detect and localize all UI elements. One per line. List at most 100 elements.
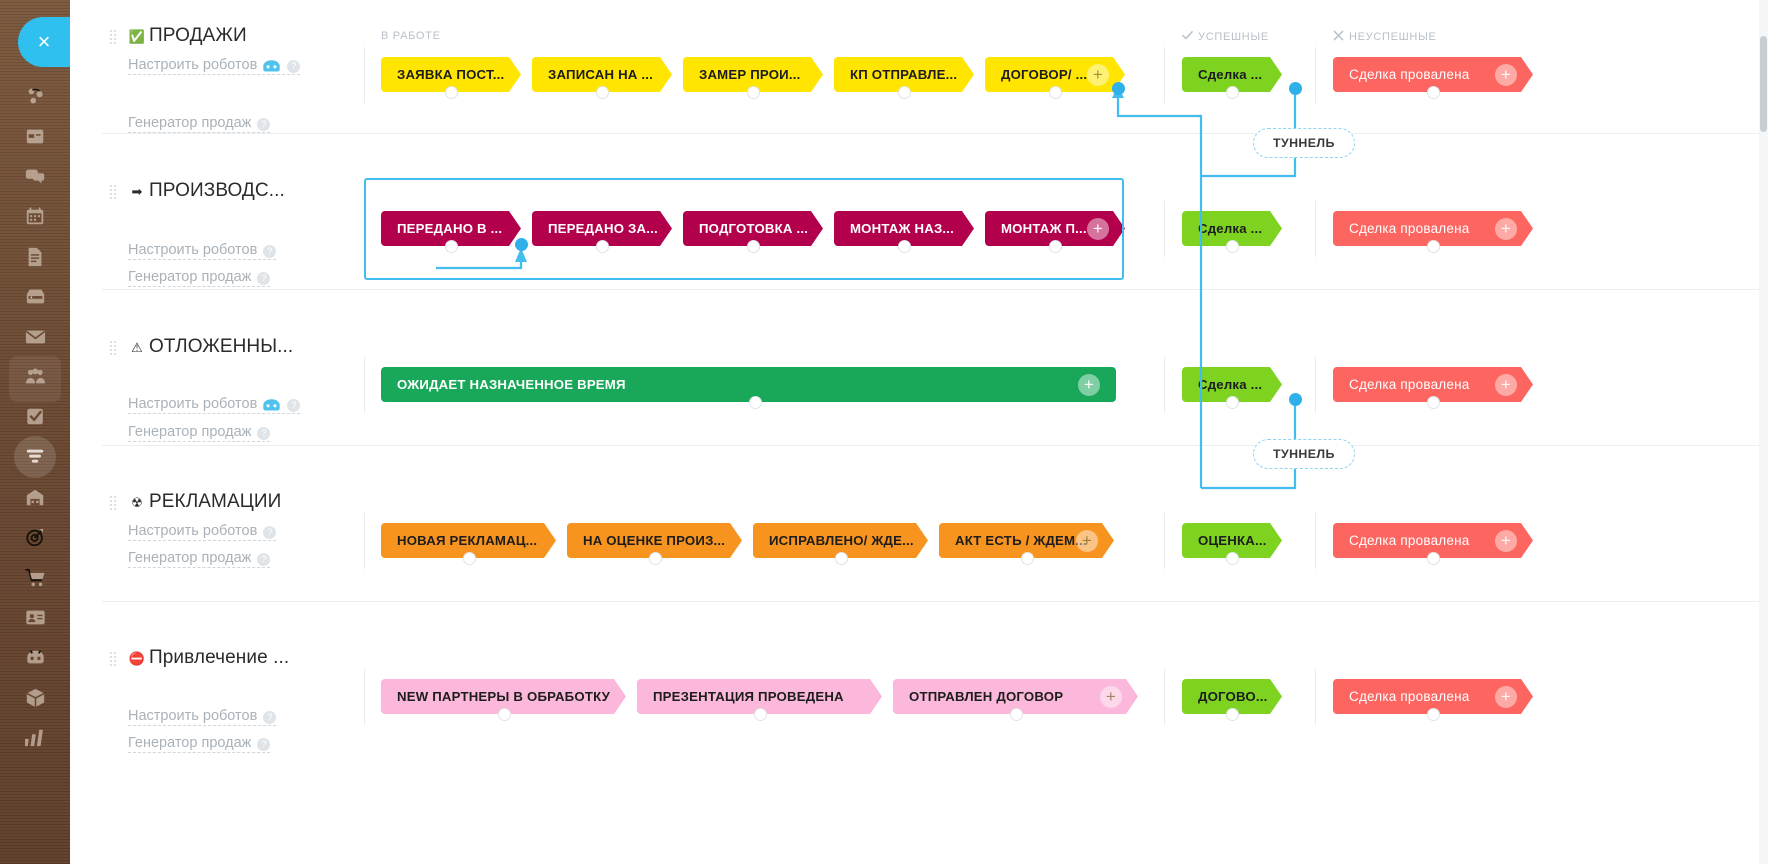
add-fail-reason-button[interactable]: + (1495, 530, 1517, 552)
fail-stage-chip[interactable]: Сделка провалена+ (1333, 211, 1533, 246)
add-stage-button[interactable]: + (1078, 373, 1100, 396)
stage-connector-knob[interactable] (1049, 86, 1062, 99)
help-icon[interactable]: ? (263, 525, 277, 539)
configure-robots-link[interactable]: Настроить роботов? (128, 57, 301, 75)
stage-connector-knob[interactable] (596, 86, 609, 99)
sidebar-item-card[interactable] (9, 597, 61, 643)
help-icon[interactable]: ? (263, 710, 277, 724)
success-connector-knob[interactable] (1226, 396, 1239, 409)
stage-chip[interactable]: ОЖИДАЕТ НАЗНАЧЕННОЕ ВРЕМЯ+ (381, 367, 1116, 402)
configure-robots-link[interactable]: Настроить роботов? (128, 523, 277, 541)
sidebar-item-chats[interactable] (9, 156, 61, 202)
stage-connector-knob[interactable] (834, 552, 848, 565)
sidebar-item-calendar[interactable] (9, 196, 61, 242)
stage-connector-knob[interactable] (445, 86, 458, 99)
sidebar-item-mail[interactable] (9, 316, 61, 362)
configure-robots-link[interactable]: Настроить роботов? (128, 242, 277, 260)
pipeline-title[interactable]: ☢РЕКЛАМАЦИИ (128, 491, 281, 513)
fail-connector-knob[interactable] (1427, 396, 1440, 409)
add-stage-button[interactable]: + (1087, 64, 1109, 86)
stage-connector-knob[interactable] (753, 708, 767, 721)
fail-connector-knob[interactable] (1427, 86, 1440, 99)
stage-connector-knob[interactable] (1009, 708, 1023, 721)
tunnel-badge[interactable]: ТУННЕЛЬ (1253, 439, 1355, 469)
success-connector-knob[interactable] (1226, 86, 1239, 99)
pipeline-title[interactable]: ⛔Привлечение ... (128, 647, 289, 669)
stage-chip[interactable]: ОТПРАВЛЕН ДОГОВОР+ (893, 679, 1138, 714)
stage-connector-knob[interactable] (596, 240, 609, 253)
fail-connector-knob[interactable] (1427, 552, 1440, 565)
sales-generator-link[interactable]: Генератор продаж? (128, 115, 271, 133)
scrollbar-thumb[interactable] (1760, 36, 1767, 132)
help-icon[interactable]: ? (287, 59, 301, 73)
stage-chip[interactable]: АКТ ЕСТЬ / ЖДЕМ...+ (939, 523, 1114, 558)
active-connector-knob[interactable] (1112, 82, 1125, 95)
pipeline-drag-handle[interactable] (110, 185, 120, 201)
pipeline-drag-handle[interactable] (110, 30, 120, 46)
sidebar-item-contacts[interactable] (9, 356, 61, 402)
pipeline-title[interactable]: ➡ПРОИЗВОДС... (128, 180, 285, 202)
stage-connector-knob[interactable] (898, 240, 911, 253)
configure-robots-link[interactable]: Настроить роботов? (128, 708, 277, 726)
success-connector-knob[interactable] (1226, 708, 1239, 721)
sales-generator-link[interactable]: Генератор продаж? (128, 269, 271, 287)
sidebar-item-funnel[interactable] (9, 436, 61, 482)
sidebar-item-dashboard[interactable] (9, 116, 61, 162)
sidebar-item-leads[interactable] (9, 76, 61, 122)
stage-connector-knob[interactable] (747, 86, 760, 99)
fail-connector-knob[interactable] (1427, 240, 1440, 253)
help-icon[interactable]: ? (257, 271, 271, 285)
add-stage-button[interactable]: + (1076, 530, 1098, 552)
vertical-scrollbar[interactable] (1759, 0, 1768, 864)
sidebar-item-products[interactable] (9, 677, 61, 723)
pipeline-title[interactable]: ⚠ОТЛОЖЕННЫ... (128, 336, 293, 358)
stage-chip[interactable]: ПОДГОТОВКА ... (683, 211, 823, 246)
configure-robots-link[interactable]: Настроить роботов? (128, 396, 301, 414)
stage-connector-knob[interactable] (497, 708, 511, 721)
add-fail-reason-button[interactable]: + (1495, 686, 1517, 708)
help-icon[interactable]: ? (257, 117, 271, 131)
help-icon[interactable]: ? (263, 244, 277, 258)
stage-connector-knob[interactable] (462, 552, 476, 565)
add-fail-reason-button[interactable]: + (1495, 374, 1517, 396)
fail-connector-knob[interactable] (1427, 708, 1440, 721)
sales-generator-link[interactable]: Генератор продаж? (128, 550, 271, 568)
stage-connector-knob[interactable] (648, 552, 662, 565)
help-icon[interactable]: ? (257, 552, 271, 566)
tunnel-badge[interactable]: ТУННЕЛЬ (1253, 128, 1355, 158)
stage-connector-knob[interactable] (1020, 552, 1034, 565)
add-fail-reason-button[interactable]: + (1495, 64, 1517, 86)
stage-chip[interactable]: НОВАЯ РЕКЛАМАЦ... (381, 523, 556, 558)
stage-chip[interactable]: ЗАЯВКА ПОСТ... (381, 57, 521, 92)
pipeline-drag-handle[interactable] (110, 341, 120, 357)
add-stage-button[interactable]: + (1100, 686, 1122, 708)
active-connector-knob[interactable] (1289, 393, 1302, 406)
stage-chip[interactable]: ПЕРЕДАНО ЗА... (532, 211, 672, 246)
sales-generator-link[interactable]: Генератор продаж? (128, 735, 271, 753)
stage-connector-knob[interactable] (748, 396, 762, 409)
stage-connector-knob[interactable] (445, 240, 458, 253)
fail-stage-chip[interactable]: Сделка провалена+ (1333, 57, 1533, 92)
pipeline-title[interactable]: ✅ПРОДАЖИ (128, 25, 247, 47)
sidebar-item-goals[interactable] (9, 517, 61, 563)
close-panel-button[interactable]: × (18, 17, 70, 67)
add-stage-button[interactable]: + (1087, 218, 1109, 240)
sidebar-item-analytics[interactable] (9, 717, 61, 763)
stage-connector-knob[interactable] (898, 86, 911, 99)
sidebar-item-tasks[interactable] (9, 396, 61, 442)
pipeline-drag-handle[interactable] (110, 652, 120, 668)
help-icon[interactable]: ? (287, 398, 301, 412)
help-icon[interactable]: ? (257, 426, 271, 440)
sidebar-item-inbox[interactable] (9, 276, 61, 322)
active-connector-knob[interactable] (515, 238, 528, 251)
pipeline-drag-handle[interactable] (110, 496, 120, 512)
sales-generator-link[interactable]: Генератор продаж? (128, 424, 271, 442)
stage-connector-knob[interactable] (747, 240, 760, 253)
success-connector-knob[interactable] (1226, 552, 1239, 565)
stage-connector-knob[interactable] (1049, 240, 1062, 253)
active-connector-knob[interactable] (1289, 82, 1302, 95)
sidebar-item-lists[interactable] (9, 236, 61, 282)
sidebar-item-shop[interactable] (9, 557, 61, 603)
sidebar-item-bots[interactable] (9, 637, 61, 683)
sidebar-item-warehouse[interactable] (9, 477, 61, 523)
